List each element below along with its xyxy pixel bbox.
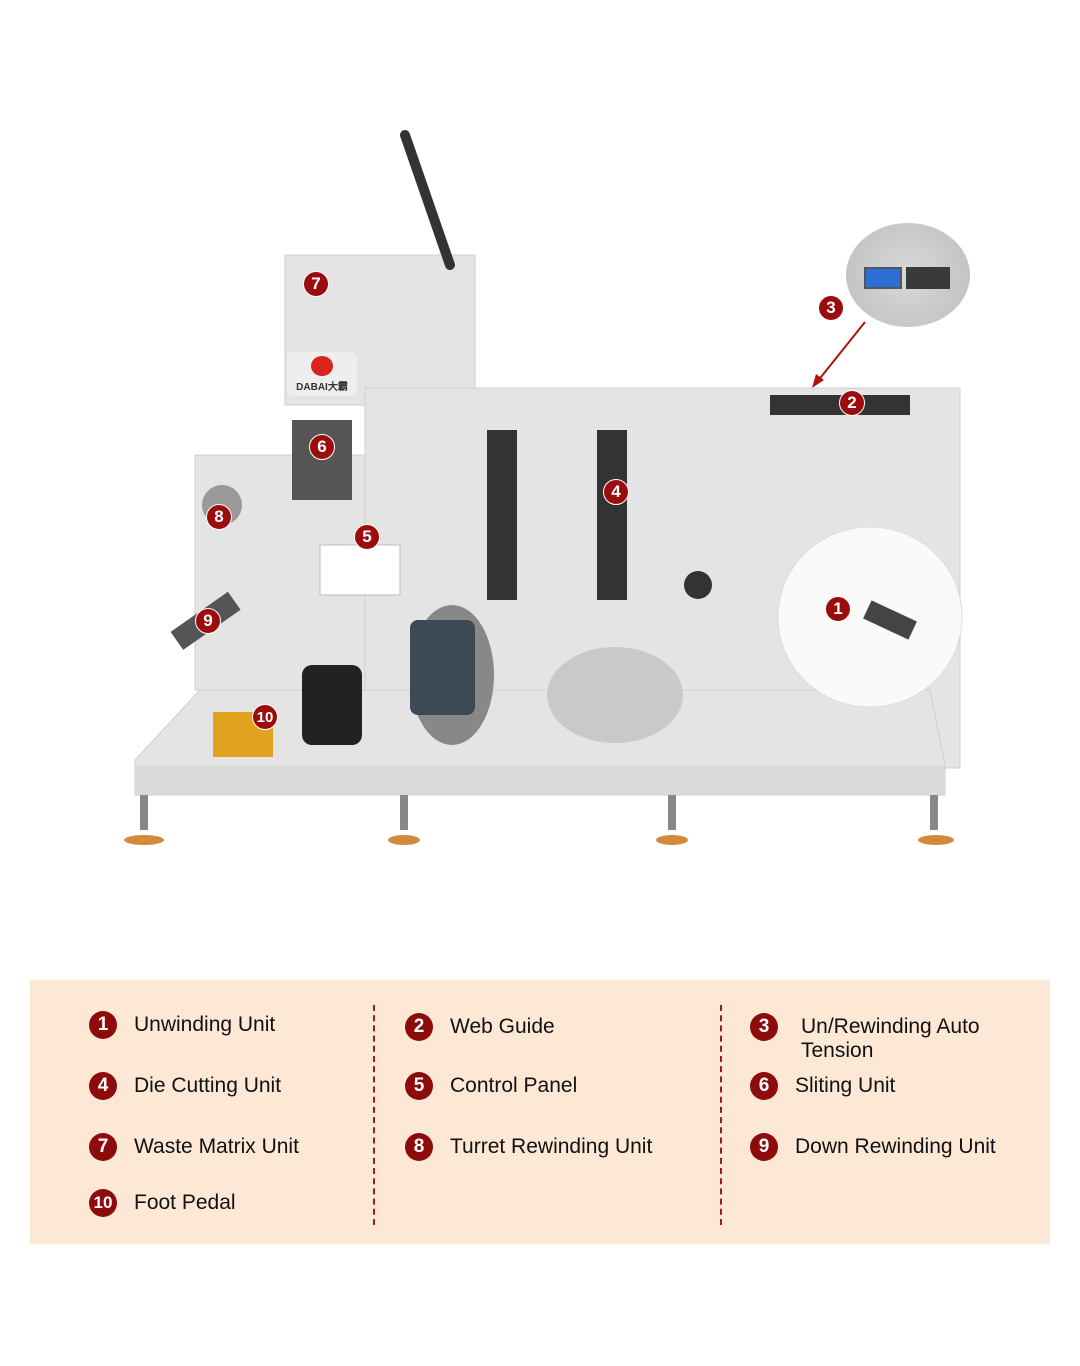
callout-3: 3 [818, 295, 844, 321]
legend-label: Waste Matrix Unit [134, 1135, 299, 1158]
legend-label: Unwinding Unit [134, 1013, 276, 1036]
legend-label: Turret Rewinding Unit [450, 1135, 653, 1158]
legend-item: 4 Die Cutting Unit [89, 1072, 281, 1100]
legend-item: 3 Un/Rewinding Auto Tension [750, 1013, 1030, 1063]
display-panel [906, 267, 950, 289]
callout-6: 6 [309, 434, 335, 460]
control-display-inset [846, 223, 970, 327]
callout-8: 8 [206, 504, 232, 530]
legend-item: 7 Waste Matrix Unit [89, 1133, 299, 1161]
legend-item: 5 Control Panel [405, 1072, 577, 1100]
callout-2: 2 [839, 390, 865, 416]
legend-label: Un/Rewinding Auto Tension [801, 1015, 980, 1062]
legend-item: 1 Unwinding Unit [89, 1011, 275, 1039]
legend-marker: 6 [750, 1072, 778, 1100]
legend-label: Web Guide [450, 1015, 555, 1038]
legend-marker: 8 [405, 1133, 433, 1161]
legend-marker: 4 [89, 1072, 117, 1100]
legend-item: 2 Web Guide [405, 1013, 555, 1041]
legend-divider [373, 1005, 375, 1225]
legend-marker: 5 [405, 1072, 433, 1100]
legend-panel: 1 Unwinding Unit 2 Web Guide 3 Un/Rewinding… [30, 980, 1050, 1244]
machine-illustration [124, 130, 963, 845]
callout-9: 9 [195, 608, 221, 634]
legend-label: Sliting Unit [795, 1074, 896, 1097]
legend-item: 9 Down Rewinding Unit [750, 1133, 996, 1161]
legend-marker: 3 [750, 1013, 778, 1041]
legend-label: Down Rewinding Unit [795, 1135, 996, 1158]
brand-logo: DABAI大霸 [287, 352, 357, 396]
legend-marker: 1 [89, 1011, 117, 1039]
legend-marker: 2 [405, 1013, 433, 1041]
callout-10: 10 [252, 704, 278, 730]
callout-4: 4 [603, 479, 629, 505]
legend-label: Foot Pedal [134, 1191, 236, 1214]
callout-7: 7 [303, 271, 329, 297]
legend-label: Die Cutting Unit [134, 1074, 282, 1097]
legend-marker: 10 [89, 1189, 117, 1217]
callout-5: 5 [354, 524, 380, 550]
legend-label: Control Panel [450, 1074, 578, 1097]
legend-marker: 7 [89, 1133, 117, 1161]
callout-1: 1 [825, 596, 851, 622]
display-screen [864, 267, 902, 289]
legend-item: 10 Foot Pedal [89, 1189, 236, 1217]
legend-item: 8 Turret Rewinding Unit [405, 1133, 652, 1161]
legend-divider [720, 1005, 722, 1225]
legend-marker: 9 [750, 1133, 778, 1161]
legend-item: 6 Sliting Unit [750, 1072, 895, 1100]
